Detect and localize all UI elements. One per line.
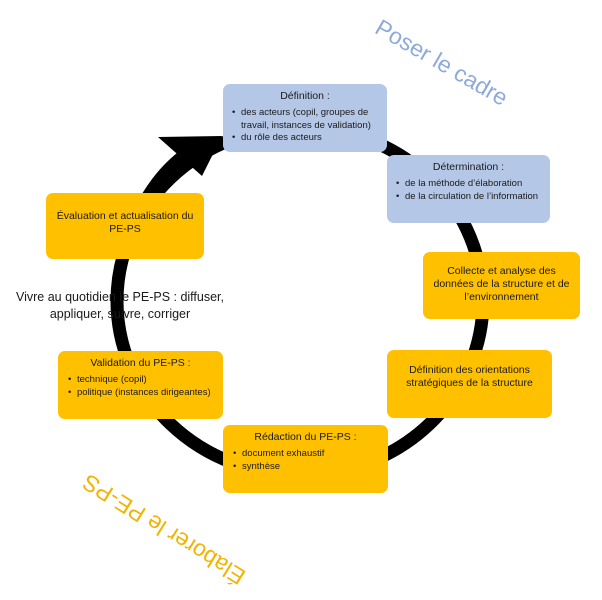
definition-list: des acteurs (copil, groupes de travail, … [230, 107, 380, 145]
definition-box: Définition : des acteurs (copil, groupes… [223, 84, 387, 152]
list-item: de la méthode d’élaboration [396, 178, 543, 191]
validation-box: Validation du PE-PS : technique (copil) … [58, 351, 223, 419]
determination-list: de la méthode d’élaboration de la circul… [394, 178, 543, 203]
redaction-title: Rédaction du PE-PS : [254, 431, 357, 443]
arrow-head [158, 136, 222, 176]
list-item: synthèse [233, 461, 380, 474]
definition-title: Définition : [280, 90, 330, 102]
evaluation-title: Évaluation et actualisation du PE-PS [56, 210, 194, 235]
list-item: document exhaustif [233, 448, 380, 461]
redaction-box: Rédaction du PE-PS : document exhaustif … [223, 425, 388, 493]
validation-list: technique (copil) politique (instances d… [66, 374, 215, 399]
determination-box: Détermination : de la méthode d’élaborat… [387, 155, 550, 223]
evaluation-box: Évaluation et actualisation du PE-PS [46, 193, 204, 259]
list-item: technique (copil) [68, 374, 215, 387]
list-item: des acteurs (copil, groupes de travail, … [232, 107, 380, 132]
determination-title: Détermination : [432, 161, 505, 173]
orientations-title: Définition des orientations stratégiques… [406, 364, 533, 389]
orientations-box: Définition des orientations stratégiques… [387, 350, 552, 418]
redaction-list: document exhaustif synthèse [231, 448, 380, 473]
list-item: politique (instances dirigeantes) [68, 387, 215, 400]
collecte-title: Collecte et analyse des données de la st… [433, 265, 570, 303]
validation-title: Validation du PE-PS : [90, 357, 191, 369]
list-item: de la circulation de l’information [396, 191, 543, 204]
center-text: Vivre au quotidien le PE-PS : diffuser, … [16, 290, 224, 321]
collecte-box: Collecte et analyse des données de la st… [423, 252, 580, 319]
list-item: du rôle des acteurs [232, 132, 380, 145]
